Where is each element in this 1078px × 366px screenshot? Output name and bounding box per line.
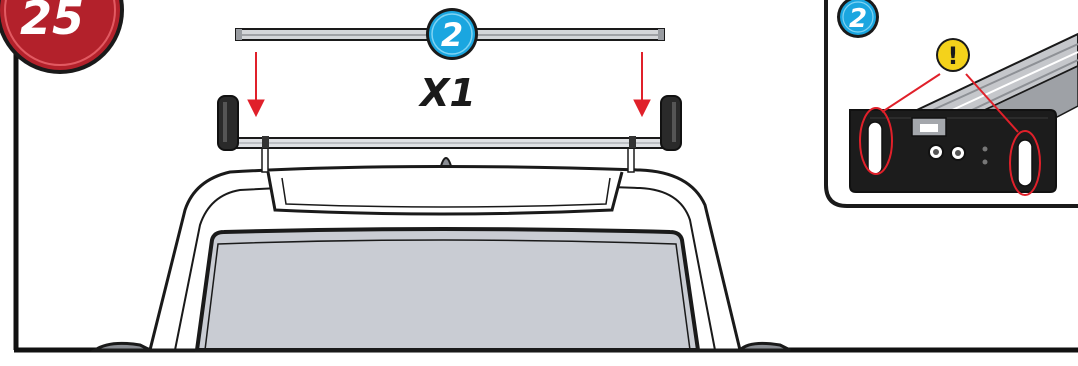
step-number-badge: 25 — [0, 0, 124, 74]
end-plate — [850, 110, 1056, 192]
part-number-label: 2 — [441, 16, 463, 54]
mounting-slot — [868, 122, 882, 174]
vehicle-illustration — [95, 158, 790, 350]
left-end-cap — [218, 96, 238, 150]
detail-part-number-label: 2 — [849, 4, 867, 34]
quantity-label: X1 — [418, 71, 476, 115]
arrow-down-icon — [248, 100, 264, 116]
part-number-badge: 2 — [426, 8, 478, 60]
step-number-label: 25 — [20, 0, 84, 45]
warning-symbol: ! — [948, 42, 959, 70]
mounting-slot — [1018, 140, 1032, 186]
right-end-cap — [661, 96, 681, 150]
detail-inset: ! 2 — [826, 0, 1078, 206]
warning-icon: ! — [936, 38, 970, 72]
arrow-down-icon — [634, 100, 650, 116]
